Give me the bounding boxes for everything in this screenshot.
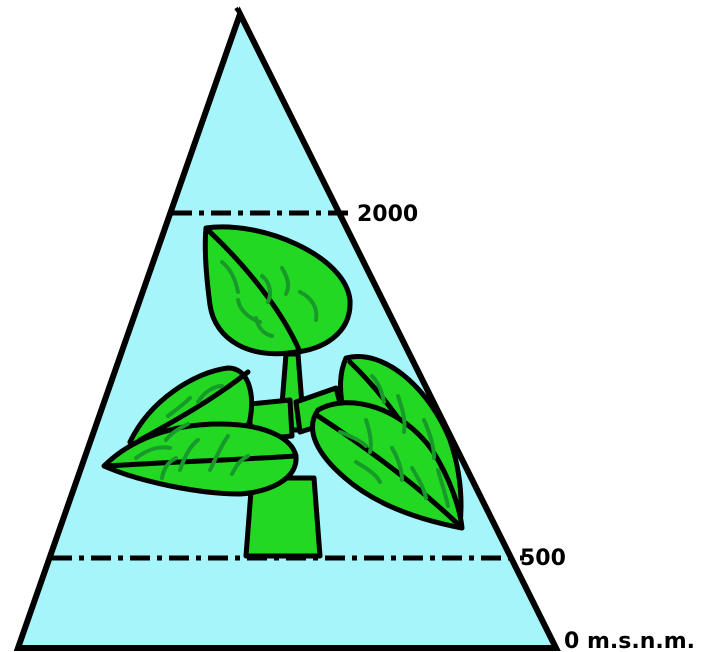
- label-base: 0 m.s.n.m.: [564, 629, 695, 652]
- label-500: 500: [520, 546, 566, 571]
- label-2000: 2000: [357, 202, 418, 227]
